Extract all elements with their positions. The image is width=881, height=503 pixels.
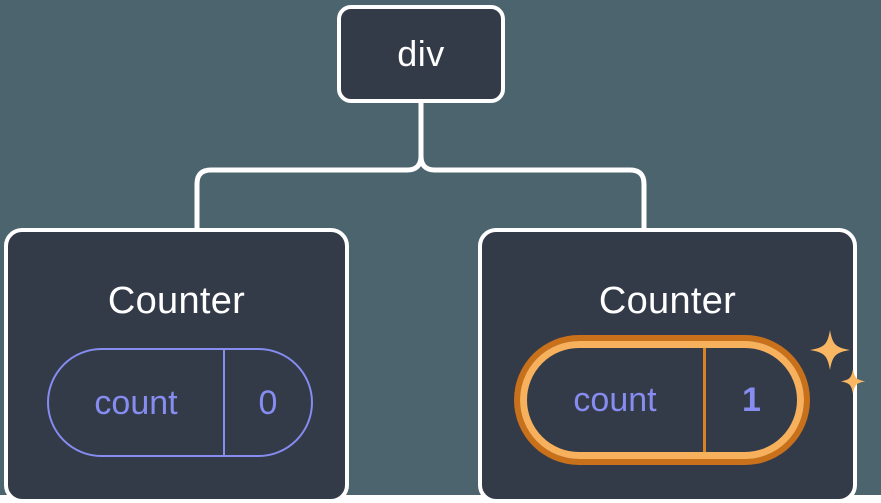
state-pill-count-0[interactable]: count 0 <box>47 348 313 457</box>
node-counter-left-label: Counter <box>107 280 246 322</box>
sparkles-group <box>810 330 866 394</box>
state-key-label: count <box>573 381 657 419</box>
node-counter-right-label: Counter <box>598 280 737 322</box>
state-pill-count-1-highlighted[interactable]: count 1 <box>520 341 804 459</box>
node-root-label: div <box>397 33 445 74</box>
sparkle-large-icon <box>810 330 850 370</box>
node-counter-left[interactable]: Counter count 0 <box>4 228 349 503</box>
node-counter-right[interactable]: Counter count 1 <box>478 228 866 503</box>
state-value-label: 0 <box>223 350 311 455</box>
state-value-label: 1 <box>703 348 797 452</box>
node-root-div[interactable]: div <box>337 5 505 103</box>
state-key-label: count <box>94 383 178 422</box>
sparkle-small-icon <box>840 369 866 394</box>
